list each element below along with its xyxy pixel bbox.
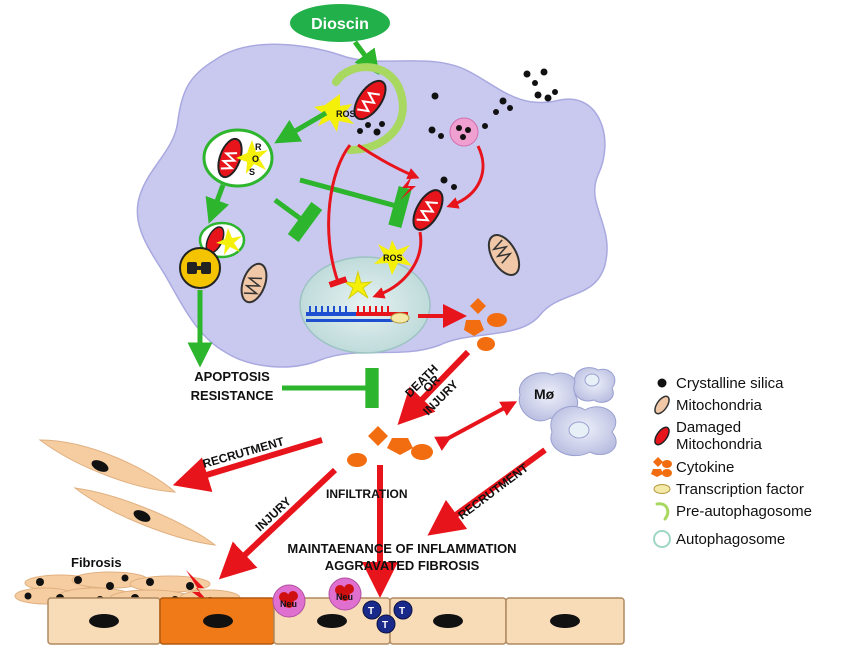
fibrosis-label: Fibrosis — [71, 555, 122, 570]
legend-item-silica: Crystalline silica — [648, 372, 848, 394]
silica-in-vesicle — [456, 125, 471, 140]
apoptosis-label: APOPTOSIS — [194, 369, 270, 384]
signal-dimers — [187, 262, 211, 274]
infiltration-label: INFILTRATION — [326, 487, 408, 501]
arrow-death-or-injury — [397, 349, 471, 425]
ros-label-center: ROS — [383, 253, 403, 263]
arrow-injury-left — [218, 467, 338, 580]
legend-item-damaged-mitochondria: Damaged Mitochondria — [648, 416, 848, 456]
t-label-3: T — [399, 606, 405, 617]
legend-item-mitochondria: Mitochondria — [648, 394, 848, 416]
legend: Crystalline silica Mitochondria Damaged … — [648, 372, 848, 550]
dioscin-arrow — [352, 40, 380, 76]
pre-autophagosome-top — [332, 63, 407, 154]
legend-item-cytokine: Cytokine — [648, 456, 848, 478]
mitochondrion-normal-1 — [240, 262, 268, 304]
silica-dot-icon — [648, 372, 676, 394]
ros-star-top — [314, 94, 354, 132]
damaged-mitochondrion-left — [217, 137, 243, 179]
lysosome-vesicle — [449, 117, 479, 147]
ros-s: S — [249, 167, 255, 177]
transcription-factor-icon — [648, 478, 676, 500]
t-label-1: T — [368, 606, 374, 617]
resistance-label: RESISTANCE — [191, 388, 274, 403]
ros-star-nucleus — [343, 270, 373, 300]
cytokines-cell — [464, 298, 507, 351]
pre-autophagosome-icon — [648, 500, 676, 522]
macrophage-label: Mø — [534, 386, 555, 402]
transcription-factor — [390, 312, 410, 324]
lightning-injury — [186, 570, 214, 608]
red-arrow-vesicle-to-mito — [446, 145, 485, 209]
fibroblasts — [38, 439, 217, 546]
damaged-mitochondrion-center — [412, 189, 444, 231]
ros-r: R — [255, 142, 262, 152]
legend-item-pre-autophagosome: Pre-autophagosome — [648, 500, 848, 522]
inhibit-nucleus — [273, 197, 323, 243]
dioscin-label: Dioscin — [311, 16, 369, 33]
lightning-center — [400, 176, 416, 200]
silica-particles — [428, 68, 558, 190]
maintenance-label: MAINTAENANCE OF INFLAMMATION — [287, 541, 516, 556]
legend-item-transcription-factor: Transcription factor — [648, 478, 848, 500]
ros-star-left — [236, 140, 268, 174]
arrow-top-to-autophagosome — [274, 110, 328, 144]
arrow-cytokine-macrophage — [434, 401, 518, 451]
cytokine-icon — [648, 456, 676, 478]
red-arrow-to-damaged-mito — [357, 143, 420, 180]
red-arrow-mito-to-nucleus — [372, 231, 423, 299]
ros-star-center — [374, 240, 412, 275]
ros-star-small — [216, 228, 242, 255]
inhibit-damaged-mito — [299, 177, 412, 229]
dna-strand — [306, 306, 408, 322]
legend-item-autophagosome: Autophagosome — [648, 528, 848, 550]
mitochondrion-normal-2 — [487, 234, 521, 276]
mitochondria-icon — [648, 394, 676, 416]
t-cells — [362, 600, 413, 634]
arrow-autophagosome-to-lower — [205, 184, 230, 224]
neu-label-1: Neu — [280, 599, 297, 609]
arrow-recrutment-left — [172, 437, 323, 493]
dioscin-badge — [290, 4, 390, 42]
neutrophil-1 — [272, 584, 306, 618]
aggravated-label: AGGRAVATED FIBROSIS — [325, 558, 480, 573]
cytokines-cluster — [347, 426, 433, 467]
ros-label-top: ROS — [336, 109, 356, 119]
silica-particles-top — [357, 121, 385, 136]
red-arrow-ros-to-nucleus — [327, 144, 352, 288]
neutrophil-2 — [328, 577, 362, 611]
autophagosome-icon — [648, 528, 676, 550]
t-label-2: T — [382, 620, 388, 631]
damaged-mitochondria-icon — [648, 425, 676, 447]
ros-o: O — [252, 154, 259, 164]
arrow-recrutment-right — [427, 447, 547, 536]
neu-label-2: Neu — [336, 592, 353, 602]
recrutment-right-label: RECRUTMENT — [455, 460, 531, 522]
